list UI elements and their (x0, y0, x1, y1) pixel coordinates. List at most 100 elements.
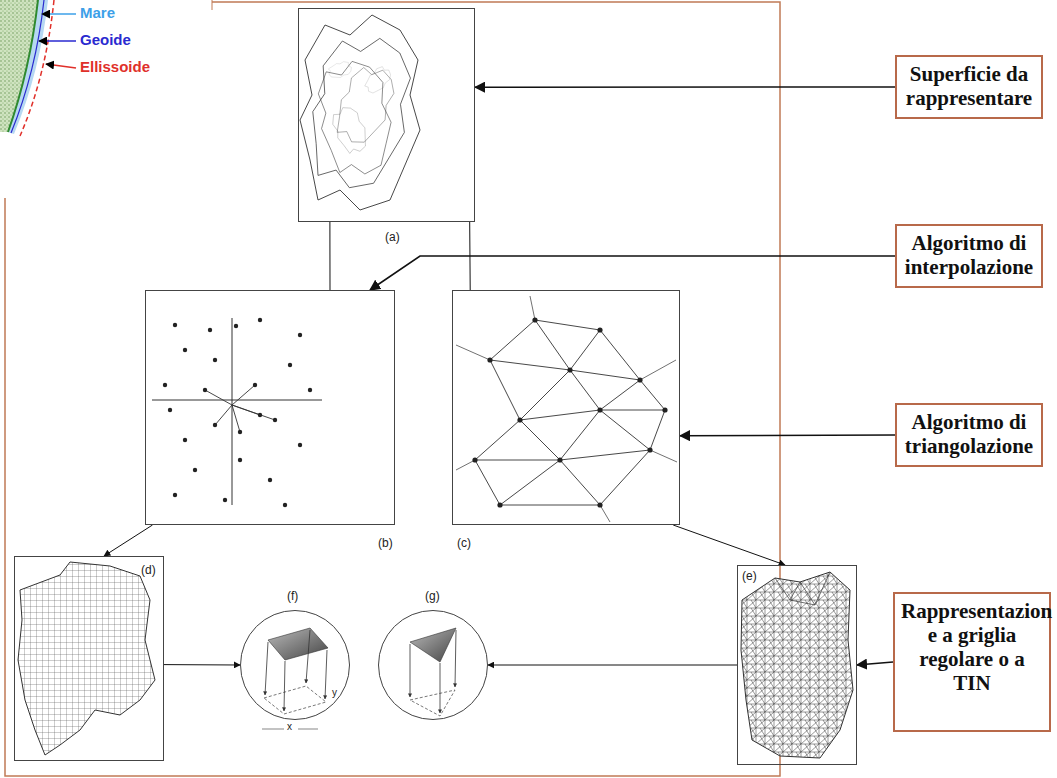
sample-point (298, 333, 302, 337)
callout-box: Rappresentazion e a griglia regolare o a… (893, 592, 1051, 732)
connector-arrow (488, 665, 737, 666)
triangle-edge (475, 420, 520, 460)
triangle-edge (535, 320, 600, 330)
connector-arrow (475, 86, 895, 88)
sample-point (163, 383, 167, 387)
sample-point (183, 438, 187, 442)
sample-point (168, 408, 172, 412)
callout-box: Algoritmo di triangolazione (895, 403, 1043, 467)
sample-point (308, 388, 312, 392)
legend-label: Geoide (80, 32, 131, 47)
triangle-edge (600, 450, 650, 505)
connector-arrow (370, 256, 895, 290)
triangle-edge (640, 380, 665, 410)
triangle-edge (520, 370, 570, 420)
sample-point (557, 457, 562, 462)
callout-box: Superficie da rappresentare (895, 55, 1043, 119)
voronoi-edge (530, 296, 535, 320)
axis-label: y (332, 688, 337, 698)
sample-point (238, 458, 242, 462)
sample-point (597, 502, 602, 507)
callout-text: Superficie da rappresentare (903, 62, 1035, 110)
sample-point (298, 443, 302, 447)
sample-point (597, 407, 602, 412)
sample-point (637, 377, 642, 382)
connector-arrow (857, 662, 893, 665)
interpolation-panel: (b) (145, 290, 395, 525)
triangle-edge (500, 505, 600, 506)
triangle-edge (520, 420, 560, 460)
connector-arrow (104, 525, 153, 556)
panel-letter: (c) (457, 536, 471, 550)
connector-arrow (164, 664, 240, 665)
neighbour-line (232, 405, 275, 420)
sample-point (517, 417, 522, 422)
sample-point (258, 413, 262, 417)
sample-point (213, 423, 217, 427)
callout-text: Algoritmo di interpolazione (903, 231, 1035, 279)
triangle-edge (560, 410, 600, 460)
sample-point (203, 388, 207, 392)
sample-point (258, 318, 262, 322)
sample-point (268, 478, 272, 482)
callout-text: Rappresentazion e a griglia regolare o a… (901, 599, 1043, 696)
triangle-edge (475, 460, 500, 505)
sample-point (532, 317, 537, 322)
panel-letter: (f) (287, 589, 298, 603)
legend-label: Mare (80, 5, 115, 20)
tin-cell-circle: (g) (378, 610, 488, 720)
voronoi-edge (640, 360, 676, 380)
triangle-edge (500, 460, 560, 505)
voronoi-edge (456, 345, 490, 360)
triangulation-panel: (c) (452, 290, 680, 525)
neighbour-line (215, 405, 232, 425)
triangle-edge (600, 410, 650, 450)
neighbour-line (232, 405, 240, 432)
triangle-edge (535, 320, 570, 370)
triangle-edge (570, 330, 600, 370)
sample-point (173, 493, 177, 497)
panel-letter: (e) (742, 569, 757, 583)
triangle-edge (490, 320, 535, 360)
panel-letter: (b) (378, 536, 393, 550)
sample-point (183, 348, 187, 352)
panel-letter: (d) (141, 563, 156, 577)
triangle-edge (490, 360, 570, 370)
callout-box: Algoritmo di interpolazione (895, 224, 1043, 288)
panel-letter: (g) (425, 589, 440, 603)
triangle-edge (560, 460, 600, 505)
connector-arrow (673, 525, 785, 565)
sample-point (173, 323, 177, 327)
voronoi-edge (600, 505, 610, 522)
surface-panel: (a) (298, 8, 475, 222)
sample-point (213, 358, 217, 362)
connector-arrow (329, 222, 330, 290)
triangle-edge (570, 370, 640, 380)
sample-point (487, 357, 492, 362)
sample-point (253, 383, 257, 387)
legend-label: Ellissoide (80, 59, 150, 74)
sample-point (497, 502, 502, 507)
triangle-edge (560, 450, 650, 460)
triangle-edge (520, 410, 600, 420)
sample-point (472, 457, 477, 462)
sample-point (208, 328, 212, 332)
panel-letter: (a) (385, 230, 400, 244)
sample-point (193, 468, 197, 472)
triangle-edge (475, 460, 560, 461)
neighbour-line (205, 390, 232, 405)
sample-point (662, 407, 667, 412)
sample-point (223, 498, 227, 502)
grid-panel: (d) (14, 556, 164, 761)
grid-cell-circle: (f) (240, 610, 350, 720)
triangle-edge (490, 360, 520, 420)
triangle-edge (650, 410, 665, 450)
triangle-edge (600, 380, 640, 410)
neighbour-line (232, 385, 255, 405)
triangle-edge (600, 330, 640, 380)
sample-point (273, 418, 277, 422)
sample-point (647, 447, 652, 452)
voronoi-edge (456, 460, 475, 470)
sample-point (234, 324, 238, 328)
sample-point (597, 327, 602, 332)
